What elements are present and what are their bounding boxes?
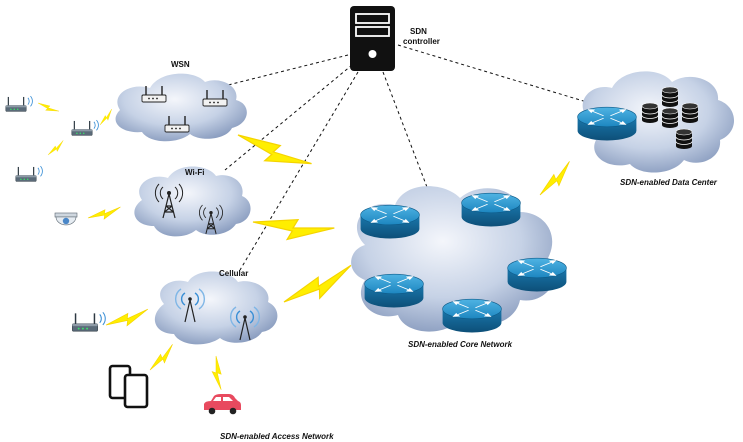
lightning-bolt-icon bbox=[250, 209, 335, 250]
data-center-cloud bbox=[580, 71, 735, 173]
lightning-bolt-icon bbox=[46, 140, 67, 158]
core-router-icon bbox=[364, 273, 424, 309]
security-camera-icon bbox=[54, 212, 78, 226]
lightning-bolt-icon bbox=[146, 344, 179, 374]
lightning-bolt-icon bbox=[104, 308, 151, 331]
core-router-icon bbox=[461, 192, 521, 228]
database-icon bbox=[675, 128, 693, 150]
lightning-bolt-icon bbox=[97, 108, 116, 127]
mobile-devices-icon bbox=[108, 364, 149, 409]
data-center-label: SDN-enabled Data Center bbox=[620, 178, 717, 187]
lightning-bolt-icon bbox=[211, 355, 222, 391]
lightning-bolt-icon bbox=[535, 161, 578, 200]
database-icon bbox=[641, 102, 659, 124]
database-icon bbox=[661, 86, 679, 108]
wireless-access-point-icon bbox=[71, 119, 99, 136]
wsn-cloud bbox=[115, 73, 247, 142]
wireless-access-point-icon bbox=[15, 165, 43, 182]
wifi-label: Wi-Fi bbox=[185, 168, 205, 177]
database-icon bbox=[661, 107, 679, 129]
car-icon bbox=[204, 394, 241, 415]
core-network-label: SDN-enabled Core Network bbox=[408, 340, 513, 349]
cellular-cloud bbox=[154, 271, 278, 345]
database-icon bbox=[681, 102, 699, 124]
sdn-controller-label-line2: controller bbox=[403, 37, 440, 46]
wsn-label: WSN bbox=[171, 60, 190, 69]
sdn-controller-server-icon bbox=[350, 6, 395, 71]
wireless-access-point-icon bbox=[5, 95, 33, 112]
sdn-controller-label-line1: SDN bbox=[410, 27, 427, 36]
cellular-label: Cellular bbox=[219, 269, 249, 278]
lightning-bolt-icon bbox=[279, 264, 359, 311]
sdn-controller-label: SDN controller bbox=[403, 27, 440, 47]
wireless-access-point-icon bbox=[71, 311, 106, 332]
lightning-bolt-icon bbox=[36, 99, 60, 117]
access-network-label: SDN-enabled Access Network bbox=[220, 432, 334, 441]
datacenter-router-icon bbox=[577, 106, 637, 142]
control-links bbox=[224, 44, 591, 271]
lightning-bolt-icon bbox=[86, 206, 123, 223]
core-router-icon bbox=[442, 298, 502, 334]
wifi-cloud bbox=[134, 166, 251, 237]
core-router-icon bbox=[507, 257, 567, 293]
core-router-icon bbox=[360, 204, 420, 240]
